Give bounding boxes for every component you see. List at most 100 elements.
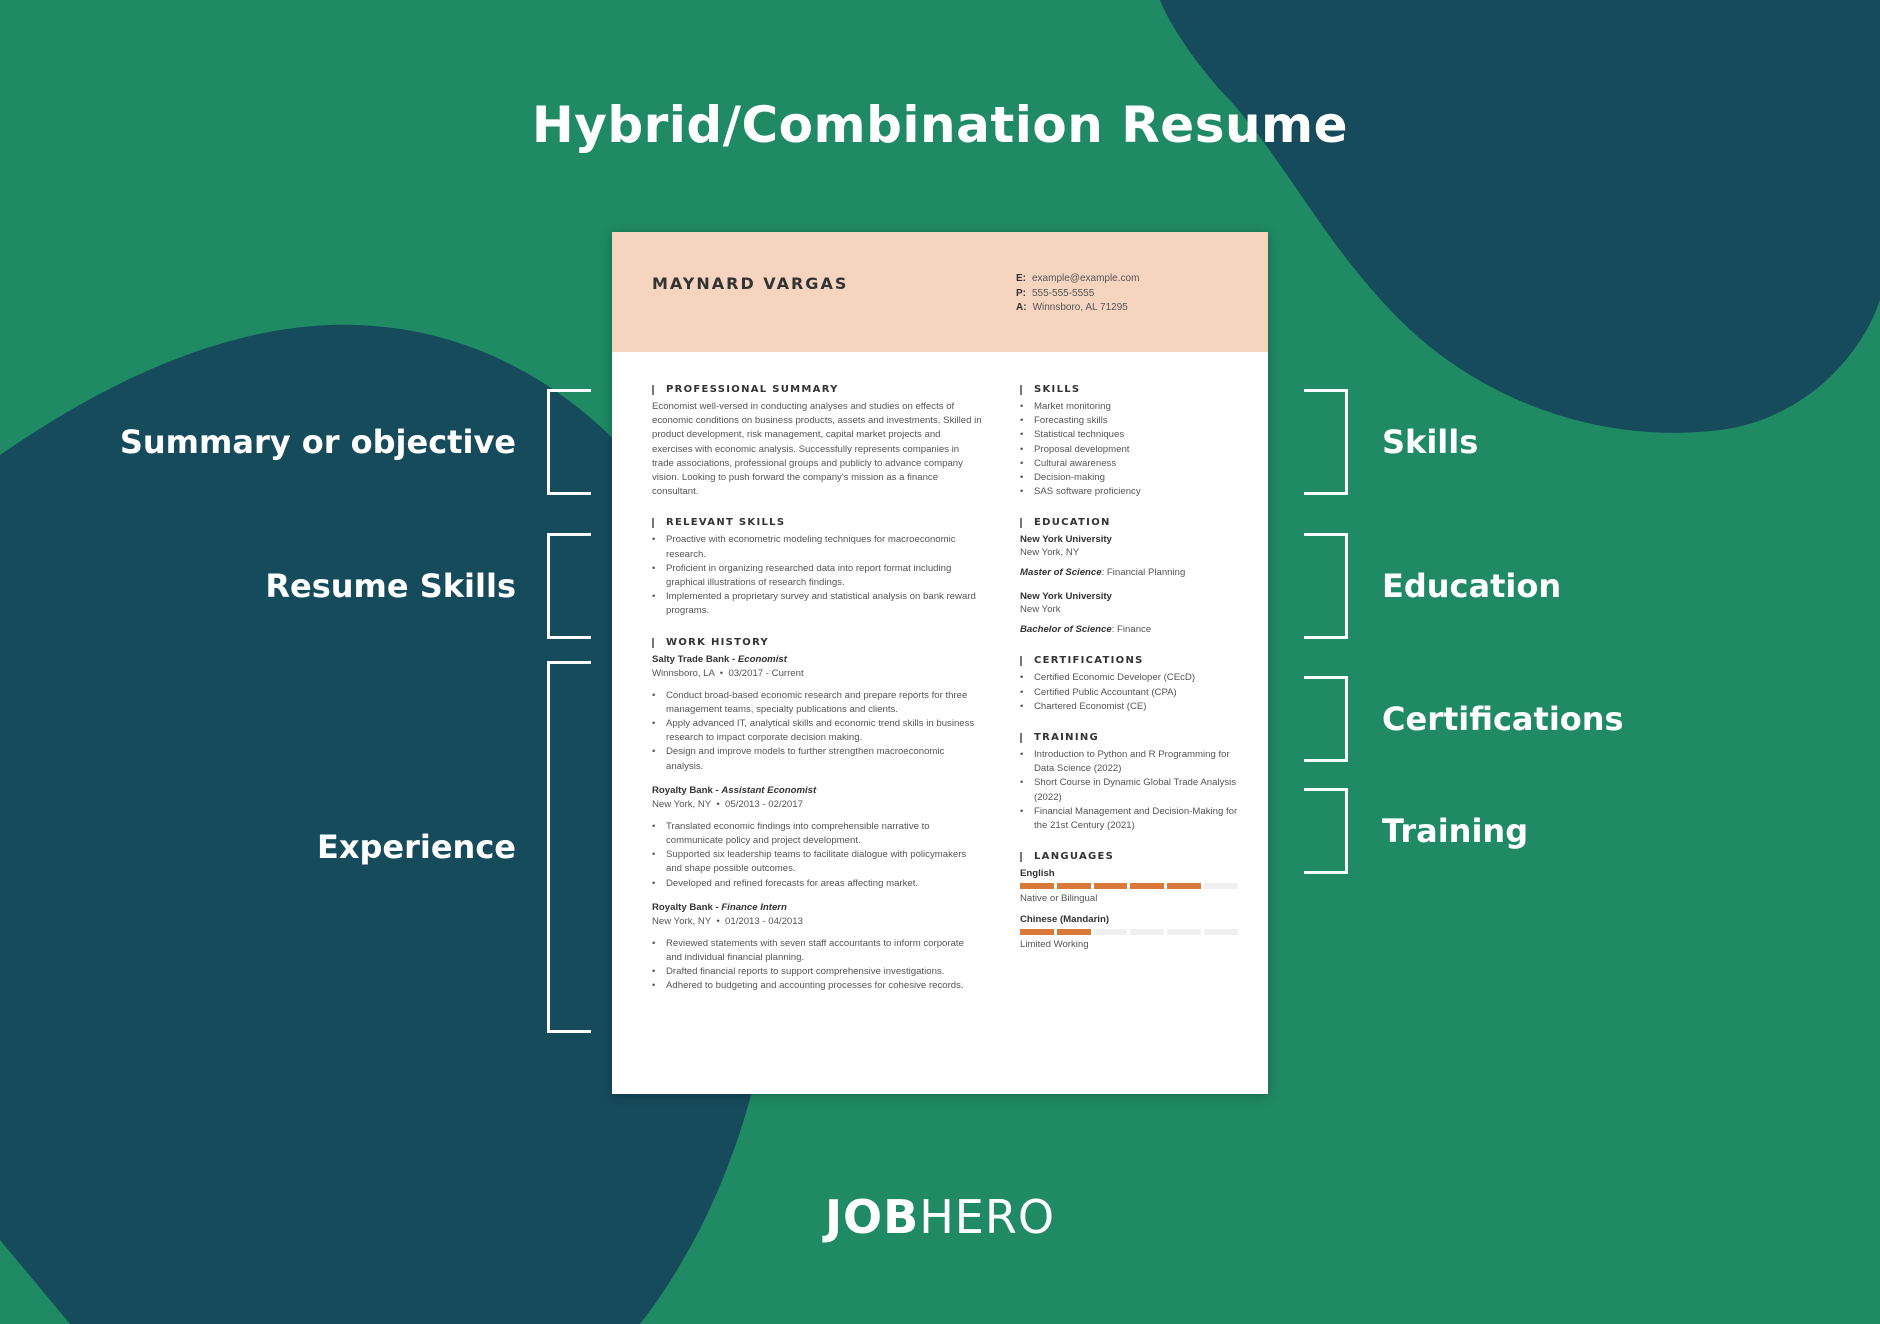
list-item: Design and improve models to further str… [652, 745, 982, 773]
language-level-segment [1130, 883, 1165, 890]
bracket-skills [1304, 389, 1348, 495]
language-level-segment [1167, 883, 1202, 890]
list-item: Implemented a proprietary survey and sta… [652, 590, 982, 618]
language-level-text: Native or Bilingual [1020, 893, 1098, 905]
list-item: Chartered Economist (CE) [1020, 700, 1238, 714]
contact-info: E:example@example.com P:555-555-5555 A:W… [1016, 272, 1139, 316]
list-item: Apply advanced IT, analytical skills and… [652, 717, 982, 745]
section-education: EDUCATION New York University New York, … [1020, 517, 1238, 637]
section-certifications: CERTIFICATIONS Certified Economic Develo… [1020, 655, 1238, 714]
job-title-line: Salty Trade Bank - Economist [652, 653, 787, 665]
job-duties: Conduct broad-based economic research an… [652, 689, 982, 774]
resume-header: MAYNARD VARGAS E:example@example.com P:5… [612, 232, 1268, 352]
contact-address: A:Winnsboro, AL 71295 [1016, 302, 1128, 313]
list-item: Proactive with econometric modeling tech… [652, 533, 982, 561]
list-item: Translated economic findings into compre… [652, 820, 982, 848]
language-level-segment [1204, 929, 1238, 936]
list-item: Introduction to Python and R Programming… [1020, 748, 1238, 776]
language-name: English [1020, 868, 1055, 880]
language-level-segment [1056, 929, 1091, 936]
list-item: Supported six leadership teams to facili… [652, 848, 982, 876]
language-level-bar [1020, 883, 1238, 890]
section-heading: LANGUAGES [1020, 851, 1238, 863]
language-level-segment [1167, 929, 1202, 936]
list-item: Market monitoring [1020, 400, 1238, 414]
education-location: New York [1020, 604, 1061, 616]
job-title-line: Royalty Bank - Finance Intern [652, 901, 787, 913]
job-entry: Salty Trade Bank - Economist Winnsboro, … [652, 653, 982, 774]
language-level-segment [1020, 929, 1054, 936]
bracket-experience [547, 661, 591, 1033]
contact-phone: P:555-555-5555 [1016, 287, 1095, 299]
list-item: Reviewed statements with seven staff acc… [652, 937, 982, 965]
section-work-history: WORK HISTORY Salty Trade Bank - Economis… [652, 637, 982, 994]
section-heading: TRAINING [1020, 732, 1238, 744]
section-heading: PROFESSIONAL SUMMARY [652, 384, 982, 395]
summary-text: Economist well-versed in conducting anal… [652, 401, 982, 498]
bracket-certifications [1304, 676, 1348, 762]
language-level-segment [1056, 883, 1091, 890]
list-item: Financial Management and Decision-Making… [1020, 805, 1238, 833]
job-duties: Reviewed statements with seven staff acc… [652, 937, 982, 994]
list-item: Short Course in Dynamic Global Trade Ana… [1020, 776, 1238, 804]
education-location: New York, NY [1020, 547, 1080, 559]
list-item: Proficient in organizing researched data… [652, 562, 982, 590]
section-professional-summary: PROFESSIONAL SUMMARY Economist well-vers… [652, 384, 982, 499]
section-relevant-skills: RELEVANT SKILLS Proactive with econometr… [652, 517, 982, 618]
education-degree: Bachelor of Science: Finance [1020, 624, 1152, 636]
language-level-segment [1093, 929, 1128, 936]
education-degree: Master of Science: Financial Planning [1020, 567, 1186, 579]
list-item: Decision-making [1020, 471, 1238, 485]
language-level-segment [1020, 883, 1054, 890]
job-meta: New York, NY • 01/2013 - 04/2013 [652, 915, 803, 927]
label-certifications: Certifications [1382, 700, 1624, 738]
label-training: Training [1382, 812, 1529, 850]
section-heading: SKILLS [1020, 384, 1238, 395]
language-level-segment [1093, 883, 1128, 890]
list-item: Proposal development [1020, 443, 1238, 457]
contact-email: E:example@example.com [1016, 273, 1140, 284]
label-summary: Summary or objective [119, 423, 516, 461]
list-item: Statistical techniques [1020, 428, 1238, 442]
language-level-segment [1204, 883, 1238, 890]
job-entry: Royalty Bank - Finance Intern New York, … [652, 901, 982, 994]
job-entry: Royalty Bank - Assistant Economist New Y… [652, 784, 982, 891]
section-heading: CERTIFICATIONS [1020, 655, 1238, 667]
section-heading: RELEVANT SKILLS [652, 517, 982, 529]
resume-left-column: PROFESSIONAL SUMMARY Economist well-vers… [652, 384, 982, 1012]
section-heading: WORK HISTORY [652, 637, 982, 648]
section-skills: SKILLS Market monitoring Forecasting ski… [1020, 384, 1238, 500]
bracket-education [1304, 533, 1348, 639]
relevant-skills-list: Proactive with econometric modeling tech… [652, 533, 982, 618]
bracket-summary [547, 389, 591, 495]
skills-list: Market monitoring Forecasting skills Sta… [1020, 400, 1238, 500]
education-school: New York University [1020, 534, 1112, 546]
resume-right-column: SKILLS Market monitoring Forecasting ski… [1020, 384, 1238, 969]
language-level-segment [1130, 929, 1165, 936]
label-experience: Experience [316, 828, 516, 866]
certifications-list: Certified Economic Developer (CEcD) Cert… [1020, 671, 1238, 714]
job-title-line: Royalty Bank - Assistant Economist [652, 784, 817, 796]
education-school: New York University [1020, 591, 1112, 603]
resume-name: MAYNARD VARGAS [652, 274, 849, 293]
list-item: Cultural awareness [1020, 457, 1238, 471]
label-skills: Skills [1382, 423, 1479, 461]
section-heading: EDUCATION [1020, 517, 1238, 529]
label-education: Education [1382, 567, 1562, 605]
list-item: Certified Public Accountant (CPA) [1020, 686, 1238, 700]
section-training: TRAINING Introduction to Python and R Pr… [1020, 732, 1238, 833]
page-title: Hybrid/Combination Resume [531, 96, 1349, 154]
label-resume-skills: Resume Skills [265, 567, 516, 605]
list-item: Drafted financial reports to support com… [652, 965, 982, 979]
background-wedge-bottom-left [0, 1240, 70, 1324]
section-languages: LANGUAGES English Native or Bilingual Ch… [1020, 851, 1238, 951]
jobhero-logo: JOBHERO [824, 1190, 1056, 1244]
list-item: Certified Economic Developer (CEcD) [1020, 671, 1238, 685]
training-list: Introduction to Python and R Programming… [1020, 748, 1238, 833]
language-level-bar [1020, 929, 1238, 936]
language-name: Chinese (Mandarin) [1020, 914, 1110, 926]
bracket-resume-skills [547, 533, 591, 639]
job-duties: Translated economic findings into compre… [652, 820, 982, 891]
list-item: Developed and refined forecasts for area… [652, 877, 982, 891]
